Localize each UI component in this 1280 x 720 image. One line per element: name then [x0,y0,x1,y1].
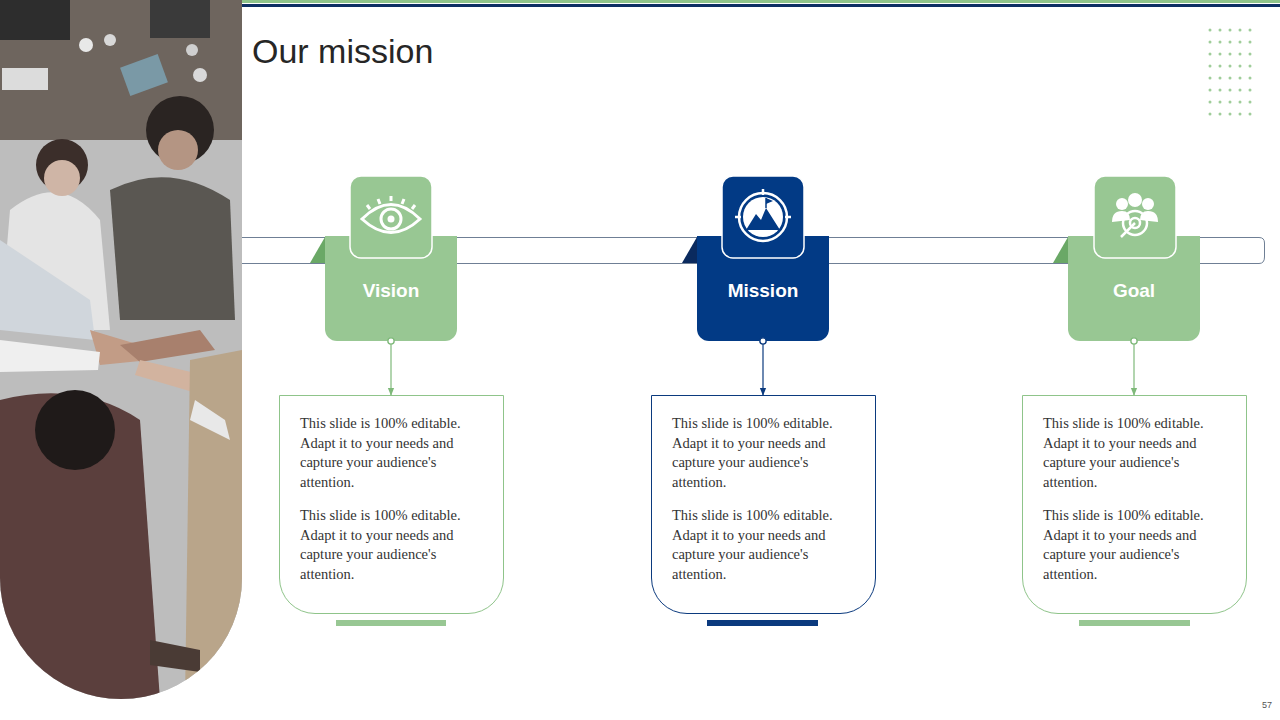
top-rule [242,0,1280,3]
connector-arrow [1133,341,1134,395]
dot-grid [1209,29,1252,116]
body-text: This slide is 100% editable. Adapt it to… [300,414,478,492]
body-text: This slide is 100% editable. Adapt it to… [300,506,478,584]
body-text: This slide is 100% editable. Adapt it to… [1043,506,1221,584]
body-text: This slide is 100% editable. Adapt it to… [672,414,850,492]
tab-label: Vision [363,280,420,302]
accent-bar [1079,620,1190,626]
text-card: This slide is 100% editable. Adapt it to… [651,395,876,614]
team-photo [0,0,242,720]
tab-fold [310,237,325,263]
target-icon [722,176,804,258]
slide-title: Our mission [252,32,433,71]
team-target-icon [1094,176,1176,258]
text-card: This slide is 100% editable. Adapt it to… [279,395,504,614]
mission-tab: Mission [697,236,829,341]
goal-tab: Goal [1068,236,1200,341]
tab-label: Mission [728,280,799,302]
connector-arrow [762,341,763,395]
tab-fold [682,237,697,263]
connector-arrow [390,341,391,395]
accent-bar [707,620,818,626]
text-card: This slide is 100% editable. Adapt it to… [1022,395,1247,614]
accent-bar [336,620,446,626]
tab-fold [1053,237,1068,263]
body-text: This slide is 100% editable. Adapt it to… [672,506,850,584]
tab-label: Goal [1113,280,1155,302]
body-text: This slide is 100% editable. Adapt it to… [1043,414,1221,492]
eye-icon [350,176,432,258]
page-number: 57 [1252,700,1272,710]
vision-tab: Vision [325,236,457,341]
top-rule [242,4,1280,7]
